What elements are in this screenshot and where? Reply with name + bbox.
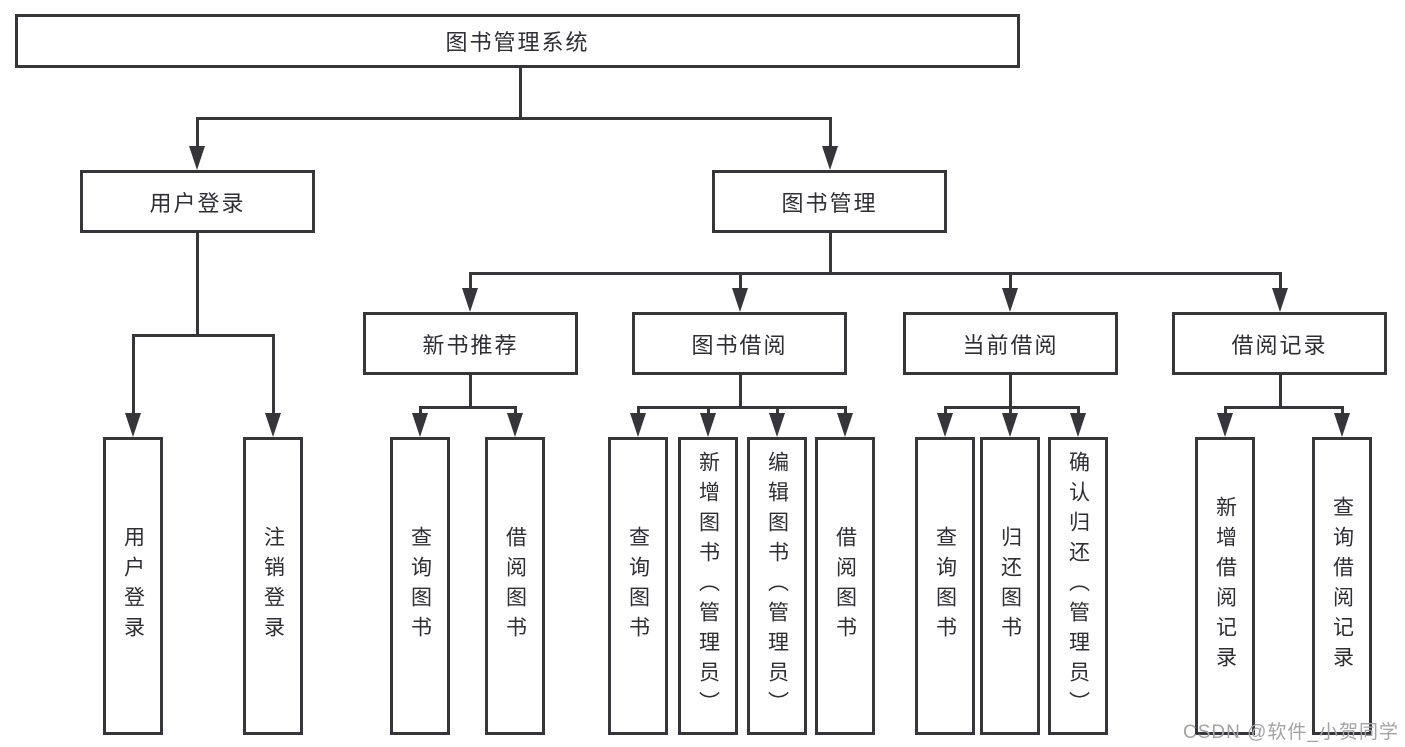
arrowhead-down-icon [507,413,523,437]
edge-horizontal-line [637,406,846,409]
edge-vertical-line [1009,272,1012,295]
node-book-management: 图书管理 [712,170,947,233]
arrowhead-down-icon [189,146,205,170]
leaf-logout-login-label: 注销登录 [261,526,285,646]
leaf-query-book-current: 查询图书 [915,437,975,735]
arrowhead-down-icon [822,146,838,170]
node-user-login: 用户登录 [80,170,315,233]
leaf-confirm-return-admin-label: 确认归还（管理员） [1066,451,1090,721]
edge-vertical-line [829,117,832,151]
csdn-watermark: CSDN @软件_小贺同学 [1183,722,1399,743]
edge-horizontal-line [196,117,831,120]
leaf-borrow-book: 借阅图书 [815,437,875,735]
leaf-confirm-return-admin: 确认归还（管理员） [1048,437,1108,735]
leaf-query-book-borrow: 查询图书 [608,437,668,735]
arrowhead-down-icon [937,413,953,437]
edge-vertical-line [1279,272,1282,295]
leaf-edit-book-admin-label: 编辑图书（管理员） [765,451,789,721]
leaf-edit-book-admin: 编辑图书（管理员） [747,437,807,735]
edge-vertical-line [196,117,199,151]
leaf-add-borrow-record: 新增借阅记录 [1195,437,1255,735]
edge-vertical-line [1279,374,1282,408]
leaf-query-book-newrec: 查询图书 [390,437,450,735]
node-root: 图书管理系统 [15,14,1020,68]
arrowhead-down-icon [265,413,281,437]
leaf-user-login-label: 用户登录 [121,526,145,646]
arrowhead-down-icon [1002,413,1018,437]
leaf-borrow-book-newrec-label: 借阅图书 [503,526,527,646]
node-new-book-recommend: 新书推荐 [363,312,578,375]
leaf-query-book-current-label: 查询图书 [933,526,957,646]
edge-vertical-line [272,334,275,420]
node-book-borrow-label: 图书借阅 [691,332,788,358]
node-root-label: 图书管理系统 [445,30,590,55]
edge-vertical-line [132,334,135,420]
leaf-add-book-admin: 新增图书（管理员） [678,437,738,735]
leaf-query-book-borrow-label: 查询图书 [626,526,650,646]
edge-vertical-line [739,374,742,408]
arrowhead-down-icon [125,413,141,437]
edge-vertical-line [469,272,472,295]
arrowhead-down-icon [1272,288,1288,312]
arrowhead-down-icon [732,288,748,312]
edge-horizontal-line [419,406,516,409]
node-current-borrow-label: 当前借阅 [962,332,1059,358]
arrowhead-down-icon [630,413,646,437]
arrowhead-down-icon [1217,413,1233,437]
node-new-book-recommend-label: 新书推荐 [422,332,519,358]
arrowhead-down-icon [462,288,478,312]
arrowhead-down-icon [1002,288,1018,312]
arrowhead-down-icon [412,413,428,437]
leaf-add-borrow-record-label: 新增借阅记录 [1213,496,1237,676]
leaf-query-book-newrec-label: 查询图书 [408,526,432,646]
edge-horizontal-line [944,406,1079,409]
edge-horizontal-line [1224,406,1343,409]
arrowhead-down-icon [769,413,785,437]
node-book-management-label: 图书管理 [781,190,878,216]
node-current-borrow: 当前借阅 [903,312,1118,375]
edge-vertical-line [519,67,522,119]
arrowhead-down-icon [1070,413,1086,437]
leaf-query-borrow-record: 查询借阅记录 [1312,437,1372,735]
node-user-login-label: 用户登录 [149,190,246,216]
edge-vertical-line [469,374,472,408]
edge-vertical-line [1009,374,1012,408]
node-borrow-records: 借阅记录 [1172,312,1387,375]
arrowhead-down-icon [1334,413,1350,437]
leaf-return-book-label: 归还图书 [998,526,1022,646]
arrowhead-down-icon [837,413,853,437]
leaf-return-book: 归还图书 [980,437,1040,735]
leaf-add-book-admin-label: 新增图书（管理员） [696,451,720,721]
leaf-borrow-book-label: 借阅图书 [833,526,857,646]
node-book-borrow: 图书借阅 [632,312,847,375]
edge-vertical-line [829,232,832,274]
edge-vertical-line [739,272,742,295]
leaf-logout-login: 注销登录 [243,437,303,735]
leaf-query-borrow-record-label: 查询借阅记录 [1330,496,1354,676]
node-borrow-records-label: 借阅记录 [1231,332,1328,358]
edge-horizontal-line [469,272,1281,275]
edge-vertical-line [196,232,199,336]
leaf-user-login: 用户登录 [103,437,163,735]
edge-horizontal-line [132,334,274,337]
arrowhead-down-icon [700,413,716,437]
leaf-borrow-book-newrec: 借阅图书 [485,437,545,735]
